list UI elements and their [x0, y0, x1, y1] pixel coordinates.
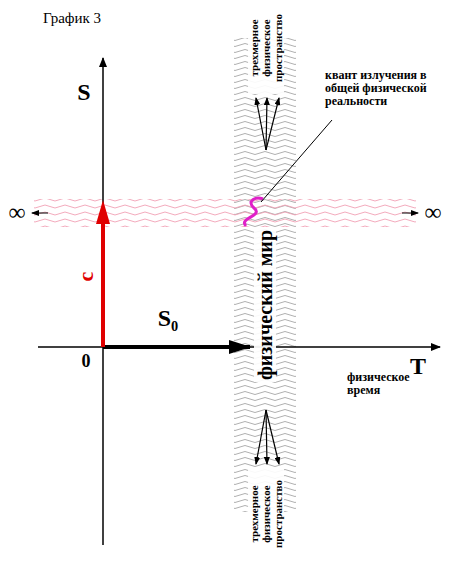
space-label: трехмерное физическое пространство	[248, 468, 284, 560]
t-axis	[38, 346, 440, 348]
vector-label: S₀	[158, 305, 179, 331]
space-arrow	[256, 410, 266, 464]
space-label: трехмерное физическое пространство	[248, 2, 284, 94]
infinity-arrow	[402, 213, 418, 214]
space-arrow	[266, 410, 267, 464]
infinity-label: ∞	[8, 199, 25, 225]
axis-label: T	[410, 353, 426, 379]
s-axis	[102, 58, 104, 545]
radiation-band	[34, 199, 416, 227]
space-arrow	[266, 410, 279, 464]
infinity-arrow	[32, 213, 48, 214]
chart-title: График 3	[43, 10, 101, 27]
leader-line	[261, 120, 332, 202]
space-arrow	[266, 98, 279, 150]
vector-label: c⃗	[74, 255, 98, 282]
world-band: физический мир	[235, 40, 295, 510]
c-vector	[101, 222, 105, 347]
origin-label: 0	[82, 352, 91, 372]
callout-text: квант излучения в общей физической реаль…	[325, 69, 435, 108]
world-band	[234, 38, 296, 512]
axis-label: S	[77, 79, 90, 105]
quantum-wave	[244, 198, 263, 226]
space-arrow	[266, 98, 267, 150]
infinity-label: ∞	[424, 199, 441, 225]
c-vector-head	[96, 200, 110, 224]
s0-vector	[103, 345, 250, 349]
axis-caption: физическое время	[347, 371, 437, 397]
band-label: физический мир	[254, 228, 276, 382]
space-arrow	[256, 98, 266, 150]
